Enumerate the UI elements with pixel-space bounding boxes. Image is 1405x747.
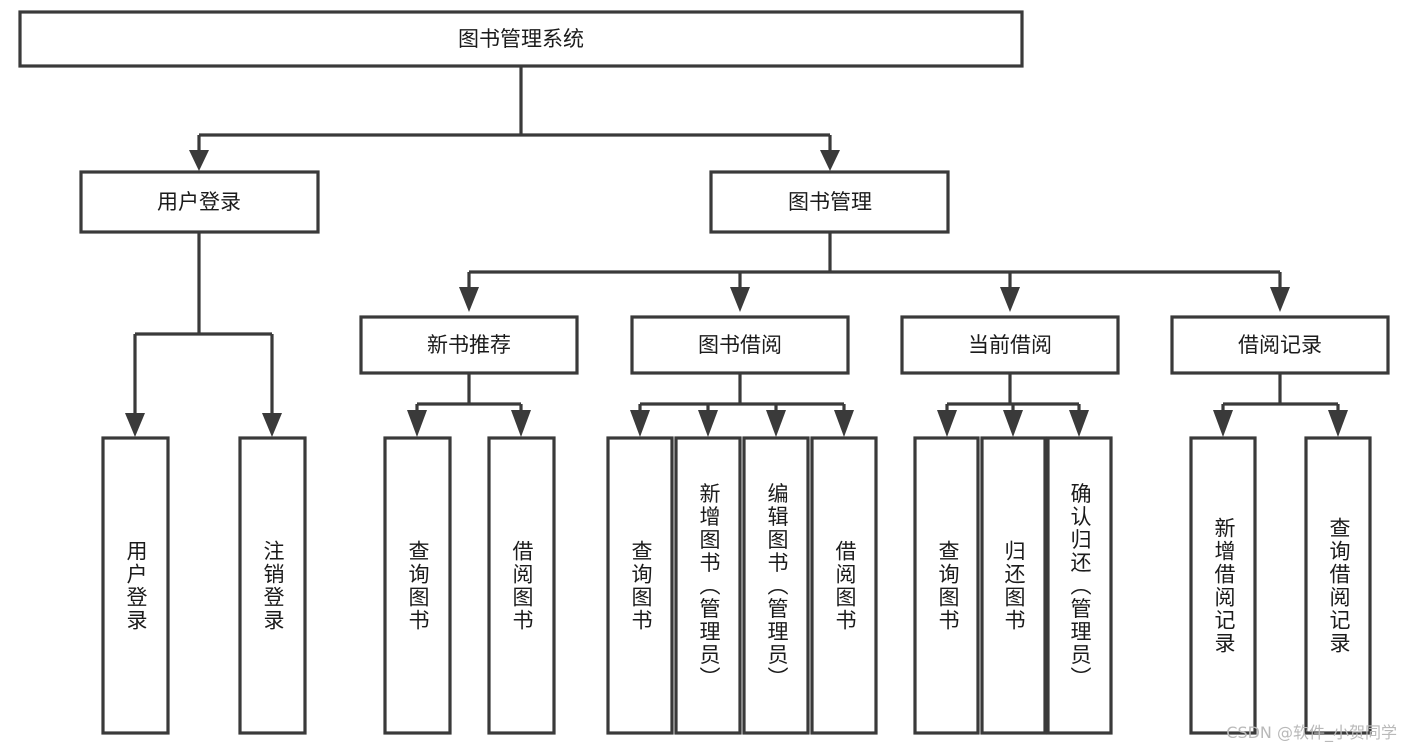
leaf-node-query-book-1[interactable]: 查询图书 xyxy=(383,436,452,735)
edges-borrow-record-to-leaves xyxy=(1213,373,1348,437)
arrow-head-leaf-7 xyxy=(766,410,786,437)
leaf-node-add-borrow-record-label: 新增借阅记录 xyxy=(1212,517,1236,655)
leaf-node-add-borrow-record-box[interactable] xyxy=(1189,436,1257,735)
arrow-head-leaf-13 xyxy=(1328,410,1348,437)
arrow-head-leaf-10 xyxy=(1003,410,1023,437)
edges-root-to-level2 xyxy=(189,66,840,171)
leaf-node-borrow-book-1-box[interactable] xyxy=(487,436,556,735)
node-borrow-record-label: 借阅记录 xyxy=(1238,333,1322,357)
node-root-box[interactable] xyxy=(18,10,1024,68)
arrow-head-book-mgmt xyxy=(820,150,840,171)
arrow-head-leaf-9 xyxy=(937,410,957,437)
edges-book-borrow-to-leaves xyxy=(630,373,854,437)
leaf-node-query-book-3-box[interactable] xyxy=(913,436,980,735)
arrow-head-leaf-5 xyxy=(630,410,650,437)
leaf-node-return-book-box[interactable] xyxy=(980,436,1047,735)
leaf-node-query-borrow-record[interactable]: 查询借阅记录 xyxy=(1304,436,1372,735)
leaf-node-logout[interactable]: 注销登录 xyxy=(238,436,307,735)
leaf-node-confirm-return-box[interactable] xyxy=(1046,436,1113,735)
leaf-node-query-book-1-label: 查询图书 xyxy=(406,540,430,632)
node-current-borrow[interactable]: 当前借阅 xyxy=(900,315,1120,375)
leaf-node-borrow-book-2-box[interactable] xyxy=(810,436,878,735)
node-borrow-record-box[interactable] xyxy=(1170,315,1390,375)
arrow-head-user-login xyxy=(189,150,209,171)
leaf-node-add-book-label: 新增图书（管理员） xyxy=(697,483,721,690)
node-new-book-recommend-label: 新书推荐 xyxy=(427,333,511,357)
node-book-borrow-box[interactable] xyxy=(630,315,850,375)
leaf-node-borrow-book-1[interactable]: 借阅图书 xyxy=(487,436,556,735)
node-book-management-label: 图书管理 xyxy=(788,190,872,214)
leaf-node-borrow-book-2[interactable]: 借阅图书 xyxy=(810,436,878,735)
leaf-node-add-book-box[interactable] xyxy=(674,436,742,735)
leaf-node-add-borrow-record[interactable]: 新增借阅记录 xyxy=(1189,436,1257,735)
arrow-head-leaf-1 xyxy=(125,413,145,437)
arrow-head-borrow-record xyxy=(1270,287,1290,312)
leaf-node-query-book-2-box[interactable] xyxy=(606,436,674,735)
node-book-management[interactable]: 图书管理 xyxy=(709,170,950,234)
node-borrow-record[interactable]: 借阅记录 xyxy=(1170,315,1390,375)
edges-new-book-to-leaves xyxy=(407,373,531,437)
leaf-node-logout-label: 注销登录 xyxy=(261,540,285,632)
leaf-node-borrow-book-2-label: 借阅图书 xyxy=(833,540,857,632)
edges-book-mgmt-to-level3 xyxy=(459,232,1290,312)
leaf-node-query-borrow-record-box[interactable] xyxy=(1304,436,1372,735)
leaf-node-return-book[interactable]: 归还图书 xyxy=(980,436,1047,735)
leaf-node-query-book-2-label: 查询图书 xyxy=(629,540,653,632)
arrow-head-leaf-11 xyxy=(1069,410,1089,437)
arrow-head-current-borrow xyxy=(1000,287,1020,312)
node-root[interactable]: 图书管理系统 xyxy=(18,10,1024,68)
leaf-node-return-book-label: 归还图书 xyxy=(1002,540,1026,632)
node-user-login-box[interactable] xyxy=(79,170,320,234)
leaf-node-query-book-3[interactable]: 查询图书 xyxy=(913,436,980,735)
arrow-head-leaf-6 xyxy=(698,410,718,437)
leaf-node-edit-book[interactable]: 编辑图书（管理员） xyxy=(742,436,810,735)
leaf-node-logout-box[interactable] xyxy=(238,436,307,735)
edges-user-login-to-leaves xyxy=(125,232,282,437)
node-new-book-recommend-box[interactable] xyxy=(359,315,579,375)
node-root-label: 图书管理系统 xyxy=(458,27,584,51)
node-book-borrow-label: 图书借阅 xyxy=(698,333,782,357)
node-user-login[interactable]: 用户登录 xyxy=(79,170,320,234)
leaf-node-query-borrow-record-label: 查询借阅记录 xyxy=(1327,517,1351,655)
node-book-borrow[interactable]: 图书借阅 xyxy=(630,315,850,375)
leaf-node-confirm-return[interactable]: 确认归还（管理员） xyxy=(1046,436,1113,735)
edges-current-borrow-to-leaves xyxy=(937,373,1089,437)
arrow-head-leaf-4 xyxy=(511,410,531,437)
leaf-node-add-book[interactable]: 新增图书（管理员） xyxy=(674,436,742,735)
leaf-node-query-book-3-label: 查询图书 xyxy=(936,540,960,632)
leaf-node-borrow-book-1-label: 借阅图书 xyxy=(510,540,534,632)
node-current-borrow-label: 当前借阅 xyxy=(968,333,1052,357)
leaf-node-confirm-return-label: 确认归还（管理员） xyxy=(1068,483,1092,690)
arrow-head-leaf-12 xyxy=(1213,410,1233,437)
leaf-node-user-login-box[interactable] xyxy=(101,436,170,735)
leaf-node-edit-book-label: 编辑图书（管理员） xyxy=(765,483,789,690)
node-new-book-recommend[interactable]: 新书推荐 xyxy=(359,315,579,375)
leaf-node-user-login-label: 用户登录 xyxy=(124,540,148,632)
leaf-node-query-book-1-box[interactable] xyxy=(383,436,452,735)
node-current-borrow-box[interactable] xyxy=(900,315,1120,375)
node-user-login-label: 用户登录 xyxy=(157,190,241,214)
arrow-head-book-borrow xyxy=(730,287,750,312)
arrow-head-new-book xyxy=(459,287,479,312)
leaf-node-user-login[interactable]: 用户登录 xyxy=(101,436,170,735)
watermark: CSDN @软件_小贺同学 xyxy=(1226,723,1397,742)
arrow-head-leaf-2 xyxy=(262,413,282,437)
leaf-node-query-book-2[interactable]: 查询图书 xyxy=(606,436,674,735)
arrow-head-leaf-8 xyxy=(834,410,854,437)
arrow-head-leaf-3 xyxy=(407,410,427,437)
node-book-management-box[interactable] xyxy=(709,170,950,234)
leaf-node-edit-book-box[interactable] xyxy=(742,436,810,735)
